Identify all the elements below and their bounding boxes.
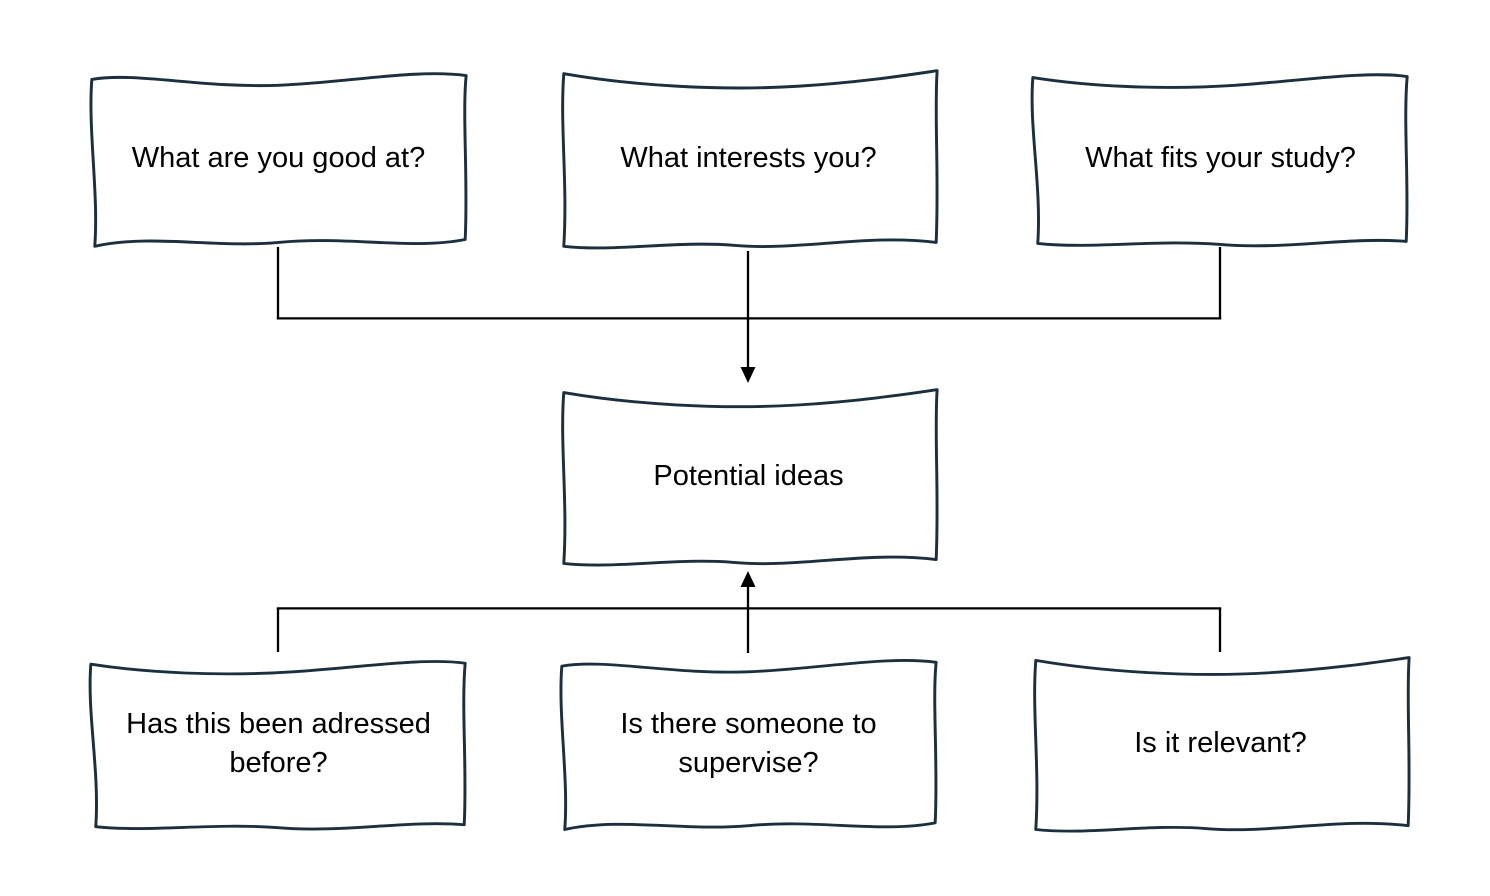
node-is-it-relevant: Is it relevant? — [1024, 649, 1417, 839]
arrow-up-icon — [740, 571, 756, 587]
node-label: What fits your study? — [1085, 142, 1356, 175]
node-what-fits-your-study: What fits your study? — [1024, 62, 1417, 256]
node-label: Is there someone to supervise? — [620, 707, 877, 779]
node-what-interests-you: What interests you? — [552, 62, 945, 256]
node-potential-ideas: Potential ideas — [552, 381, 945, 573]
arrow-down-icon — [740, 367, 756, 383]
node-label: What interests you? — [620, 142, 877, 175]
node-what-are-you-good-at: What are you good at? — [82, 62, 475, 256]
node-label: Has this been adressed before? — [126, 707, 431, 779]
node-label: Potential ideas — [653, 460, 844, 493]
node-label: What are you good at? — [131, 142, 426, 175]
node-has-this-been-adressed-before: Has this been adressed before? — [82, 649, 475, 839]
node-label: Is it relevant? — [1134, 727, 1307, 760]
node-is-there-someone-to-supervise: Is there someone to supervise? — [552, 649, 945, 839]
